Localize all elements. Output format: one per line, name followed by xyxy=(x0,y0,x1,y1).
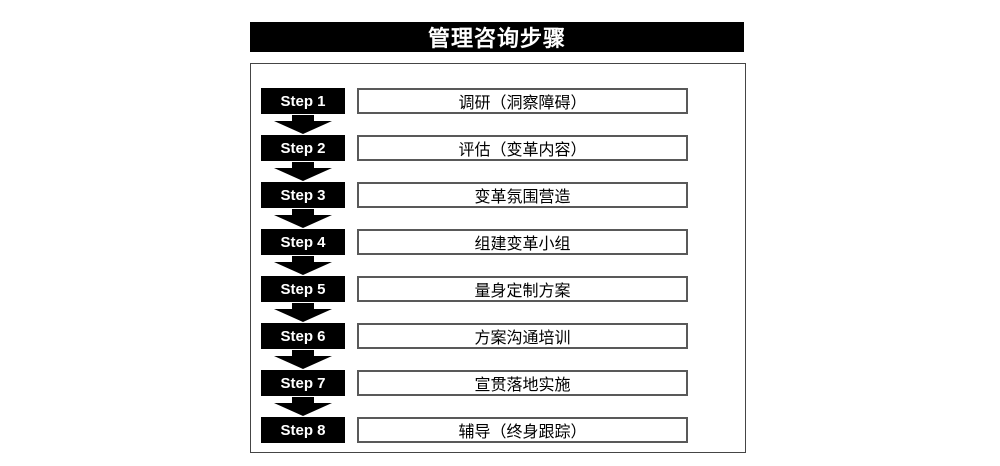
step-desc-box: 宣贯落地实施 xyxy=(357,370,688,396)
step-desc-box: 辅导（终身跟踪） xyxy=(357,417,688,443)
step-desc-box: 量身定制方案 xyxy=(357,276,688,302)
step-desc-box: 方案沟通培训 xyxy=(357,323,688,349)
step-label-box: Step 8 xyxy=(261,417,345,443)
down-arrow-icon xyxy=(274,303,332,322)
down-arrow-icon xyxy=(274,115,332,134)
down-arrow-icon xyxy=(274,256,332,275)
page-title: 管理咨询步骤 xyxy=(250,22,744,52)
step-desc-box: 组建变革小组 xyxy=(357,229,688,255)
step-label-box: Step 5 xyxy=(261,276,345,302)
step-label-box: Step 6 xyxy=(261,323,345,349)
step-desc-box: 评估（变革内容） xyxy=(357,135,688,161)
step-desc-box: 调研（洞察障碍） xyxy=(357,88,688,114)
step-label-box: Step 3 xyxy=(261,182,345,208)
down-arrow-icon xyxy=(274,397,332,416)
step-label-box: Step 7 xyxy=(261,370,345,396)
down-arrow-icon xyxy=(274,162,332,181)
down-arrow-icon xyxy=(274,209,332,228)
down-arrow-icon xyxy=(274,350,332,369)
step-label-box: Step 4 xyxy=(261,229,345,255)
step-desc-box: 变革氛围营造 xyxy=(357,182,688,208)
step-label-box: Step 2 xyxy=(261,135,345,161)
step-label-box: Step 1 xyxy=(261,88,345,114)
